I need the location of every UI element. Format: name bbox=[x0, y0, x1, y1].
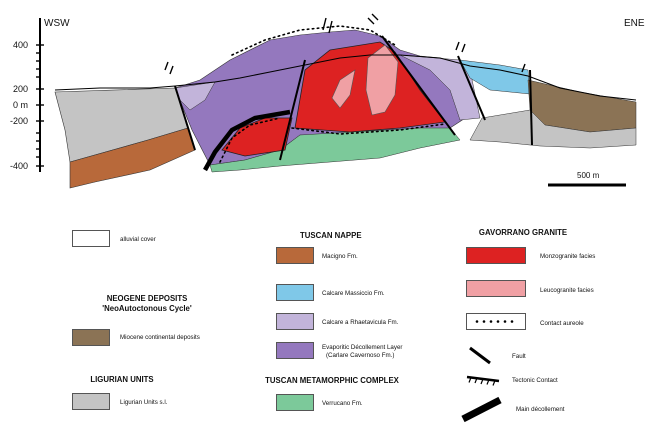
main-decollement-symbol-icon bbox=[461, 396, 502, 423]
label-verrucano: Verrucano Fm. bbox=[322, 400, 363, 407]
label-calcare-massiccio: Calcare Massiccio Fm. bbox=[322, 290, 385, 297]
elevation-label-0: 0 m bbox=[12, 100, 28, 110]
label-contact-aureole: Contact aureole bbox=[540, 320, 584, 327]
label-miocene: Miocene continental deposits bbox=[120, 334, 200, 341]
ligurian-units-east bbox=[469, 109, 637, 149]
heading-tuscan-nappe: TUSCAN NAPPE bbox=[300, 231, 362, 240]
swatch-verrucano bbox=[276, 394, 314, 411]
scale-label: 500 m bbox=[577, 171, 600, 180]
contact-aureole-west bbox=[219, 117, 281, 163]
elevation-ticks bbox=[36, 44, 44, 167]
label-leucogranite: Leucogranite facies bbox=[540, 287, 594, 294]
label-monzogranite: Monzogranite facies bbox=[540, 253, 596, 260]
fault-movement-arrows bbox=[164, 13, 526, 75]
swatch-macigno bbox=[276, 247, 314, 264]
label-fault: Fault bbox=[512, 353, 526, 360]
label-calcare-rhaetavicula: Calcare a Rhaetavicula Fm. bbox=[322, 319, 399, 326]
leucogranite-east-body bbox=[365, 44, 399, 116]
swatch-leucogranite bbox=[466, 280, 526, 297]
leucogranite-west-body bbox=[331, 69, 356, 109]
swatch-alluvial-cover bbox=[72, 230, 110, 247]
label-ligurian-units: Ligurian Units s.l. bbox=[120, 399, 168, 406]
swatch-monzogranite bbox=[466, 247, 526, 264]
macigno-west bbox=[69, 127, 196, 189]
heading-tuscan-metamorphic-complex: TUSCAN METAMORPHIC COMPLEX bbox=[265, 376, 399, 385]
label-evaporitic-layer-1: Evaporitic Décollement Layer bbox=[322, 344, 403, 351]
swatch-miocene bbox=[72, 329, 110, 346]
contact-aureole-top bbox=[231, 25, 396, 56]
elevation-label-400: 400 bbox=[12, 40, 28, 50]
elevation-label-200: 200 bbox=[12, 84, 28, 94]
heading-ligurian-units: LIGURIAN UNITS bbox=[90, 375, 154, 384]
swatch-calcare-rhaetavicula bbox=[276, 313, 314, 330]
swatch-ligurian-units bbox=[72, 393, 110, 410]
main-decollement-line bbox=[203, 109, 291, 172]
wsw-label: WSW bbox=[44, 18, 70, 29]
swatch-evaporitic-layer bbox=[276, 342, 314, 359]
dots-icon bbox=[475, 320, 514, 323]
geological-cross-section bbox=[36, 13, 637, 189]
contact-aureole-base bbox=[291, 123, 446, 135]
label-main-decollement: Main décollement bbox=[516, 406, 565, 413]
label-macigno: Macigno Fm. bbox=[322, 253, 358, 260]
fault-symbol-icon bbox=[469, 346, 491, 365]
label-alluvial-cover: alluvial cover bbox=[120, 236, 156, 243]
ene-label: ENE bbox=[624, 18, 645, 29]
swatch-contact-aureole bbox=[466, 313, 526, 330]
elevation-label-minus400: -400 bbox=[9, 161, 28, 171]
faults bbox=[174, 35, 533, 161]
tectonic-contact-symbol-icon bbox=[466, 375, 500, 386]
heading-gavorrano-granite: GAVORRANO GRANITE bbox=[478, 228, 568, 237]
swatch-calcare-massiccio bbox=[276, 284, 314, 301]
label-evaporitic-layer-2: (Carlare Cavernoso Fm.) bbox=[326, 352, 395, 359]
label-tectonic-contact: Tectonic Contact bbox=[512, 377, 558, 384]
heading-neogene-deposits: NEOGENE DEPOSITS bbox=[106, 294, 188, 303]
heading-neoautoctonous-cycle: 'NeoAutoctonous Cycle' bbox=[102, 304, 192, 313]
elevation-label-minus200: -200 bbox=[9, 116, 28, 126]
topographic-surface bbox=[54, 54, 637, 101]
